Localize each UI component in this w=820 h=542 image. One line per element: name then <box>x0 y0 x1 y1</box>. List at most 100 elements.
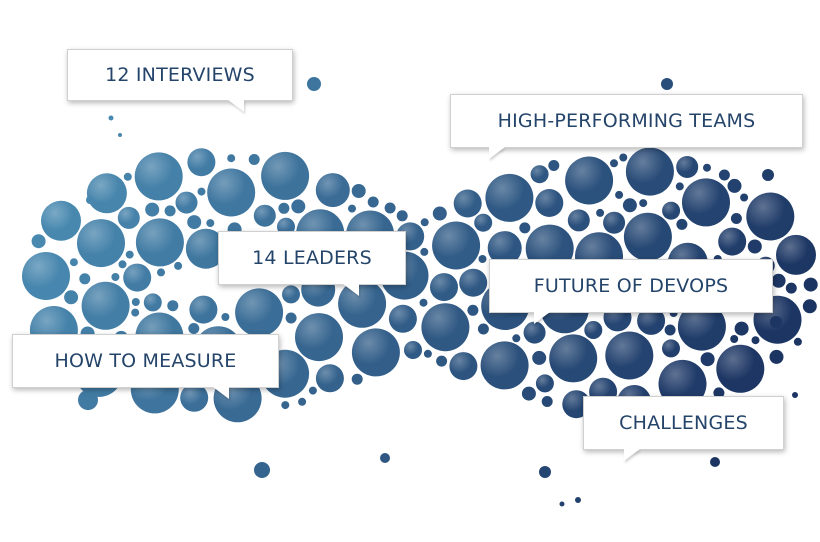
callout-how-to-measure: HOW TO MEASURE <box>12 334 279 388</box>
bubble-highlight <box>603 211 626 234</box>
bubble-100 <box>734 321 749 336</box>
bubble-185 <box>423 349 432 358</box>
bubble-159 <box>125 250 134 259</box>
callout-high-performing-teams: HIGH-PERFORMING TEAMS <box>450 94 803 148</box>
bubble-161 <box>740 193 749 202</box>
bubble-155 <box>298 397 307 406</box>
bubble-121 <box>396 210 408 222</box>
bubble-180 <box>420 218 429 227</box>
bubble-165 <box>174 261 183 270</box>
stray-dot <box>575 497 581 503</box>
bubble-highlight <box>474 213 493 232</box>
stray-dot <box>78 390 98 410</box>
bubble-116 <box>432 206 447 221</box>
bubble-highlight <box>295 313 343 362</box>
callout-future-of-devops: FUTURE OF DEVOPS <box>489 259 773 313</box>
bubble-150 <box>639 199 648 208</box>
bubble-184 <box>308 386 317 395</box>
bubble-111 <box>771 273 786 288</box>
bubble-91 <box>727 178 742 193</box>
bubble-102 <box>291 199 306 214</box>
callout-challenges-label: CHALLENGES <box>619 412 748 434</box>
bubble-highlight <box>123 263 152 292</box>
bubble-highlight <box>421 303 470 352</box>
callout-devops-label: FUTURE OF DEVOPS <box>533 275 729 297</box>
bubble-158 <box>131 298 140 306</box>
bubble-highlight <box>404 341 422 359</box>
bubble-highlight <box>432 221 481 270</box>
bubble-highlight <box>549 334 598 383</box>
bubble-146 <box>615 190 624 199</box>
bubble-highlight <box>187 148 216 177</box>
bubble-176 <box>675 182 684 191</box>
bubble-183 <box>206 219 215 228</box>
bubble-highlight <box>485 173 534 222</box>
bubble-highlight <box>530 165 549 184</box>
bubble-highlight <box>351 328 400 377</box>
stray-dot <box>118 133 122 137</box>
stray-dot <box>710 457 720 467</box>
bubble-highlight <box>117 206 140 229</box>
bubble-highlight <box>637 306 666 335</box>
bubble-highlight <box>584 321 603 339</box>
callout-leaders-label: 14 LEADERS <box>252 247 372 269</box>
bubble-highlight <box>315 173 350 208</box>
bubble-highlight <box>135 218 184 267</box>
callout-interviews-label: 12 INTERVIEWS <box>105 64 255 86</box>
bubble-highlight <box>453 189 482 218</box>
stray-dot <box>661 78 673 90</box>
bubble-highlight <box>282 285 300 304</box>
bubble-highlight <box>605 331 654 380</box>
bubble-125 <box>477 323 489 335</box>
bubble-169 <box>596 208 605 217</box>
bubble-134 <box>785 282 797 294</box>
bubble-highlight <box>776 234 816 275</box>
bubble-113 <box>747 239 762 254</box>
bubble-106 <box>351 184 366 198</box>
bubble-168 <box>793 337 802 346</box>
stray-dot <box>792 392 798 398</box>
bubble-107 <box>700 352 715 367</box>
bubble-151 <box>69 258 78 267</box>
bubble-highlight <box>430 273 458 302</box>
bubble-highlight <box>535 374 554 393</box>
bubble-148 <box>419 298 428 307</box>
bubble-110 <box>31 234 46 249</box>
bubble-174 <box>123 172 132 181</box>
bubble-highlight <box>81 281 130 330</box>
bubble-highlight <box>523 321 546 344</box>
bubble-highlight <box>535 189 564 217</box>
bubble-173 <box>221 313 230 321</box>
callout-leaders: 14 LEADERS <box>218 231 406 285</box>
bubble-139 <box>188 323 200 334</box>
bubble-157 <box>348 204 356 213</box>
bubble-136 <box>664 324 676 336</box>
bubble-highlight <box>677 302 726 351</box>
bubble-143 <box>351 373 363 385</box>
bubble-137 <box>436 355 448 367</box>
bubble-135 <box>730 213 742 224</box>
bubble-highlight <box>388 304 417 333</box>
callout-measure-label: HOW TO MEASURE <box>54 350 237 372</box>
bubble-119 <box>384 202 396 214</box>
bubble-highlight <box>625 147 674 196</box>
bubble-127 <box>285 312 297 324</box>
bubble-highlight <box>235 288 284 337</box>
bubble-152 <box>730 335 739 343</box>
bubble-108 <box>803 277 818 292</box>
bubble-highlight <box>487 231 522 266</box>
bubble-highlight <box>180 383 209 412</box>
bubble-highlight <box>315 364 344 393</box>
bubble-highlight <box>662 201 681 220</box>
bubble-highlight <box>86 173 127 214</box>
bubble-130 <box>79 273 91 285</box>
bubble-99 <box>532 350 547 365</box>
bubble-highlight <box>175 191 198 214</box>
callout-teams-label: HIGH-PERFORMING TEAMS <box>497 110 756 132</box>
bubble-131 <box>248 154 260 165</box>
callout-interviews: 12 INTERVIEWS <box>67 49 293 101</box>
bubble-166 <box>131 308 140 317</box>
bubble-177 <box>197 187 206 196</box>
bubble-104 <box>145 202 160 217</box>
